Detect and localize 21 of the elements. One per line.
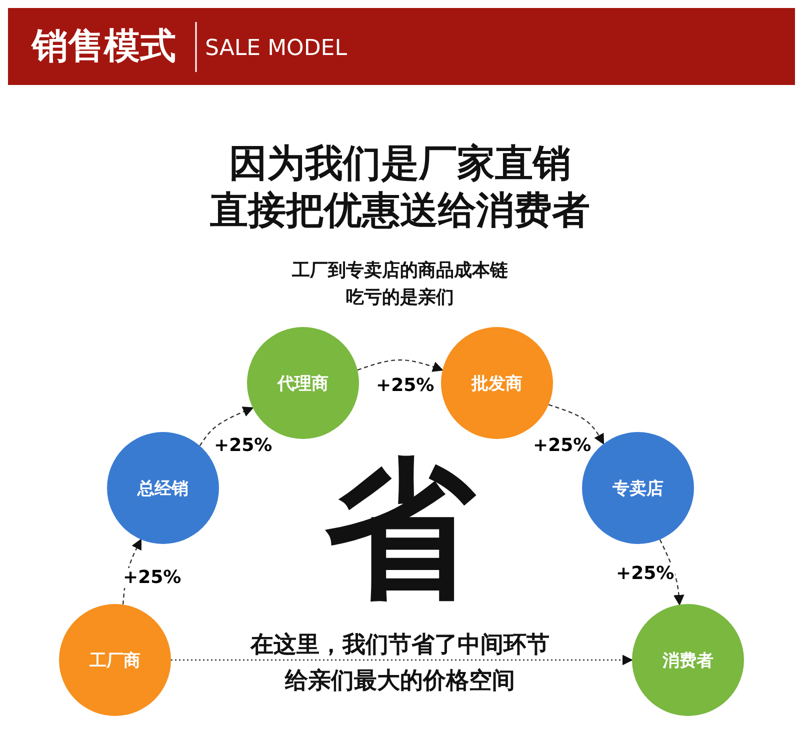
node-label: 批发商 bbox=[472, 372, 522, 394]
arrow bbox=[171, 654, 634, 666]
node-label: 工厂商 bbox=[90, 650, 140, 672]
arrow bbox=[199, 406, 254, 446]
arrow bbox=[357, 359, 444, 372]
node-label: 总经销 bbox=[138, 478, 188, 500]
node-label: 消费者 bbox=[662, 650, 714, 672]
note-text: 给亲们最大的价格空间 bbox=[285, 670, 515, 692]
edge-label: +25% bbox=[122, 568, 182, 588]
node-label: 专卖店 bbox=[612, 478, 664, 500]
note-text: 在这里，我们节省了中间环节 bbox=[250, 634, 550, 656]
node-label: 代理商 bbox=[278, 372, 328, 394]
headline: 直接把优惠送给消费者 bbox=[210, 191, 590, 229]
big-character: 省 bbox=[325, 455, 475, 605]
headline: 因为我们是厂家直销 bbox=[229, 144, 571, 182]
arrow bbox=[548, 404, 604, 445]
subtitle: 吃亏的是亲们 bbox=[346, 289, 454, 307]
section-heading: 销售模式 bbox=[32, 29, 176, 65]
section-heading: SALE MODEL bbox=[205, 38, 347, 60]
subtitle: 工厂到专卖店的商品成本链 bbox=[292, 262, 508, 280]
arrow bbox=[659, 539, 684, 606]
